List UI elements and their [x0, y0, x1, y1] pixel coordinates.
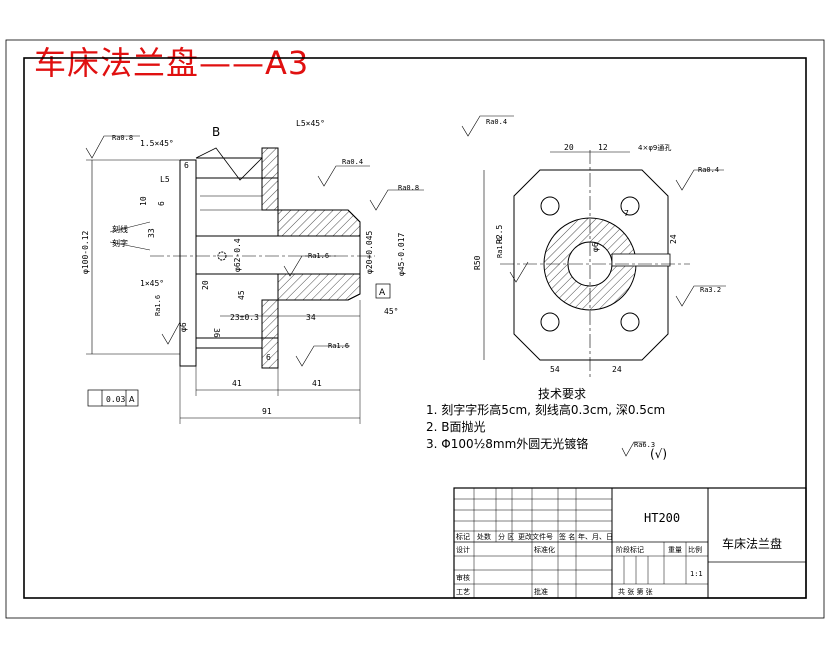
side-dim-24b: 24 [669, 234, 678, 244]
dim-phi100: φ100-0.12 [81, 230, 90, 274]
section-view [85, 135, 424, 424]
dim-6c: 6 [266, 353, 271, 362]
roughness-bore: Ra1.6 [308, 252, 329, 260]
row-approve: 批准 [534, 587, 548, 596]
chamfer-left-label: 1.5×45° [140, 139, 174, 148]
dim-41b: 41 [312, 379, 322, 388]
dim-phi62: φ62-0.4 [233, 238, 242, 272]
dim-45: 45 [237, 290, 246, 300]
dim-23: 23±0.3 [230, 313, 259, 322]
chamfer-top-label: L5×45° [296, 119, 325, 128]
side-dim-r2: R2.5 [495, 225, 504, 244]
rest-check: (√) [650, 447, 667, 461]
chamfer-right-label: 45° [384, 307, 398, 316]
row-process: 工艺 [456, 588, 470, 596]
part-name: 车床法兰盘 [722, 536, 782, 551]
side-dim-24a: 24 [612, 365, 622, 374]
dim-6b: 6 [184, 161, 189, 170]
note-2: 2. B面抛光 [426, 419, 486, 434]
material-label: HT200 [644, 511, 680, 525]
side-view [461, 115, 726, 378]
sheets-label: 共 张 第 张 [618, 587, 653, 596]
side-roughness-top: Ra0.4 [486, 118, 507, 126]
roughness-left-bottom: Ra1.6 [154, 295, 162, 316]
side-roughness-right: Ra0.4 [698, 166, 719, 174]
keyi-xian-label: 刻线 [112, 224, 128, 234]
chamfer-bottom-left-label: 1×45° [140, 279, 164, 288]
hdr-zone: 分 区 [498, 532, 514, 541]
dim-34: 34 [306, 313, 316, 322]
side-dim-7: 7 [624, 209, 629, 218]
dim-20: 20 [201, 280, 210, 290]
datum-a-label: A [379, 288, 386, 298]
row-review: 审核 [456, 573, 470, 582]
tolerance-ref: A [129, 395, 135, 404]
hdr-doc: 更改文件号 [518, 532, 553, 541]
side-dim-r50: R50 [473, 255, 482, 270]
row-standard: 标准化 [534, 545, 555, 554]
row-design: 设计 [456, 545, 470, 554]
side-roughness-flat: Ra1.6 [496, 237, 504, 258]
stage-label: 阶段标记 [616, 545, 644, 554]
drawing-title: 车床法兰盘——A3 [34, 44, 310, 82]
l5-label: L5 [160, 175, 170, 184]
dim-6a: 6 [157, 201, 166, 206]
inner-border [23, 57, 807, 599]
scale-value: 1:1 [690, 570, 703, 578]
hdr-count: 处数 [477, 532, 491, 541]
keyi-zi-label: 刻字 [112, 238, 128, 248]
side-dim-20: 20 [564, 143, 574, 152]
hdr-date: 年、月、日 [578, 532, 613, 541]
roughness-bottom: Ra1.6 [328, 342, 349, 350]
rest-roughness-label: Ra6.3 [634, 441, 655, 449]
dim-91: 91 [262, 407, 272, 416]
roughness-top-right: Ra0.4 [342, 158, 363, 166]
outer-border [5, 39, 825, 619]
roughness-mid-right: Ra0.8 [398, 184, 419, 192]
view-b-label: B [212, 125, 220, 139]
rest-roughness-symbol [621, 441, 646, 457]
note-1: 1. 刻字字形高5cm, 刻线高0.3cm, 深0.5cm [426, 402, 665, 417]
scale-label: 比例 [688, 545, 702, 554]
title-block [453, 487, 807, 599]
dim-33: 33 [147, 228, 156, 238]
dim-41a: 41 [232, 379, 242, 388]
notes-heading: 技术要求 [538, 387, 586, 401]
side-roughness-bottom: Ra3.2 [700, 286, 721, 294]
side-dim-12: 12 [598, 143, 608, 152]
roughness-left-top: Ra0.8 [112, 134, 133, 142]
dim-phi45: φ45-0.017 [397, 232, 406, 276]
dim-10: 10 [139, 196, 148, 206]
dim-phi20: φ20+0.045 [365, 230, 374, 274]
dim-phi6: φ6 [179, 322, 188, 332]
side-dim-phi6: φ6 [591, 242, 600, 252]
weight-label: 重量 [668, 546, 682, 554]
side-dim-holes: 4×φ9通孔 [638, 143, 671, 152]
hdr-mark: 标记 [456, 532, 470, 541]
tolerance-value: 0.03 [106, 395, 125, 404]
hdr-sign: 签 名 [559, 532, 575, 541]
note-3: 3. Φ100½8mm外圆无光镀铬 [426, 436, 588, 451]
dim-36: 36 [212, 328, 221, 338]
side-dim-54: 54 [550, 365, 560, 374]
